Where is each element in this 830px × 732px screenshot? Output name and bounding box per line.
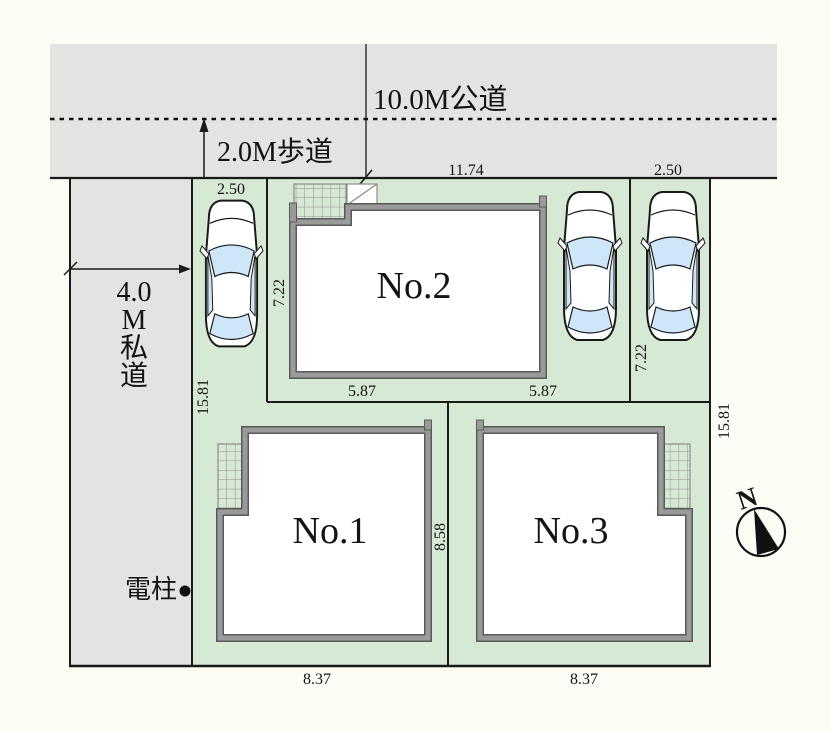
private-road-label: 4.0 M 私 道 (117, 277, 152, 392)
compass-north-label: N (733, 481, 761, 516)
dim-no1-bottom: 8.37 (303, 671, 331, 688)
dim-strip-right-width: 2.50 (654, 162, 682, 179)
dim-no2-side-left: 7.22 (271, 279, 288, 307)
dim-strip-right-depth: 7.22 (633, 344, 650, 372)
lot-no2-building: No.2 (289, 183, 547, 379)
no2-wall-stub (289, 202, 297, 223)
no1-wall-stub (424, 419, 432, 431)
utility-pole-label: 電柱 (125, 575, 177, 604)
compass-needle (754, 509, 779, 555)
dim-strip-left-width: 2.50 (217, 181, 245, 198)
car-icon (557, 191, 623, 341)
dimension-marks (63, 118, 373, 276)
private-road-label-line: M (122, 305, 147, 336)
dim-no2-bottom-right: 5.87 (529, 383, 557, 400)
private-road-arrow-head (179, 264, 191, 274)
public-road-area (50, 44, 777, 178)
no2-entrance-step-diagonal (346, 183, 378, 206)
dim-frontage-top: 11.74 (448, 162, 483, 179)
lot-no3-label: No.3 (534, 510, 609, 552)
lot-no3-building: No.3 (476, 419, 693, 642)
no3-walls-core (477, 427, 692, 641)
no1-porch-hatch (217, 443, 245, 510)
car-icon (640, 191, 706, 341)
lot-no1-label: No.1 (293, 510, 368, 552)
no3-wall-stub (476, 419, 484, 431)
sidewalk-label: 2.0M歩道 (217, 136, 333, 168)
dim-no1-side-right: 8.58 (432, 523, 449, 551)
no2-porch-hatch (293, 183, 347, 222)
dim-site-depth-left: 15.81 (195, 379, 212, 415)
tick-slash (359, 169, 373, 185)
utility-pole: 電柱 (125, 575, 191, 604)
private-road-label-line: 私 (120, 333, 148, 364)
private-road-label-line: 道 (120, 360, 148, 392)
sidewalk-arrow-head (199, 118, 209, 132)
boundary-lines (50, 176, 777, 668)
dimension-labels: 2.50 11.74 2.50 7.22 5.87 5.87 7.22 15.8… (195, 162, 733, 688)
compass-circle (735, 506, 787, 558)
public-road-label: 10.0M公道 (373, 83, 508, 116)
private-road-label-line: 4.0 (117, 277, 152, 308)
no2-wall-stub (539, 195, 547, 208)
tick-slash (63, 261, 78, 276)
no3-porch-hatch (663, 443, 691, 510)
dim-site-depth-right: 15.81 (716, 403, 733, 439)
private-road-area (70, 179, 192, 666)
compass-north-icon: N (733, 481, 787, 558)
dim-no2-bottom-left: 5.87 (348, 383, 376, 400)
lot-no2-label: No.2 (377, 265, 452, 307)
lot-no1-building: No.1 (216, 419, 432, 642)
utility-pole-dot (179, 585, 191, 597)
car-icon (199, 199, 264, 348)
dim-no3-bottom: 8.37 (570, 671, 598, 688)
